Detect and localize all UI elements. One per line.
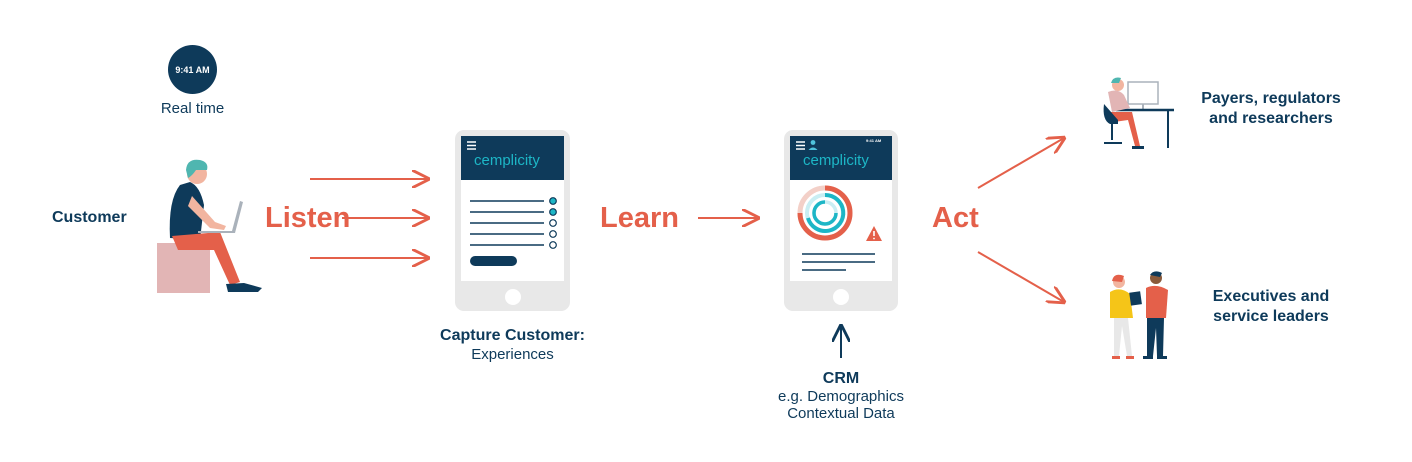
audience-payers-line2: and researchers [1209,110,1333,127]
customer-illustration [157,159,262,293]
phone-capture [455,130,570,311]
capture-subtitle: Experiences [471,346,554,363]
act-arrow-down [977,251,1064,302]
phone-learn [784,130,898,311]
stage-listen: Listen [265,202,351,234]
phone-learn-brand: cemplicity [803,152,869,169]
act-arrow-up [977,138,1064,189]
desk-worker-illustration [1103,77,1174,149]
audience-payers-line1: Payers, regulators [1201,90,1341,107]
phone-capture-brand: cemplicity [474,152,540,169]
audience-executives-line2: service leaders [1213,308,1329,325]
clock-time: 9:41 AM [175,64,210,75]
crm-title: CRM [822,370,860,387]
phone-learn-status-time: 9:41 AM [866,138,882,143]
stage-act: Act [932,202,979,234]
clock-badge: 9:41 AM [168,45,217,94]
capture-title: Capture Customer: [440,327,585,344]
crm-line1: e.g. Demographics [778,388,904,405]
executives-illustration [1110,271,1168,359]
real-time-label: Real time [160,100,225,117]
stage-learn: Learn [600,202,679,234]
customer-label: Customer [52,209,127,226]
crm-line2: Contextual Data [787,405,895,422]
audience-executives-line1: Executives and [1212,288,1330,305]
